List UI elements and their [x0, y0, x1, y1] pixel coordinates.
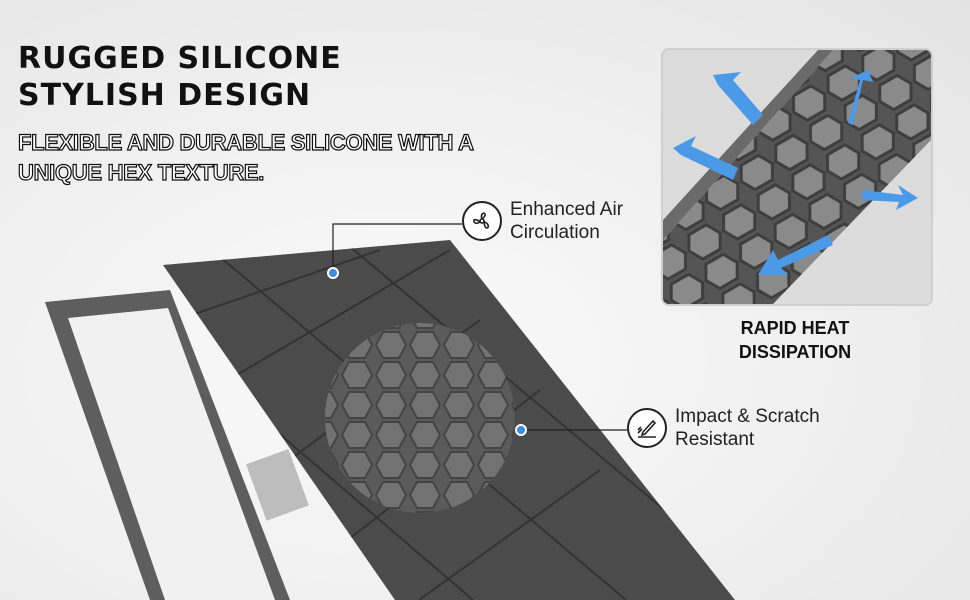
caption-line: DISSIPATION — [738, 342, 852, 362]
headline-line: RUGGED SILICONE — [18, 41, 342, 76]
tablet-screen — [68, 308, 275, 600]
caption-line: RAPID HEAT — [740, 318, 850, 338]
subheadline-line: UNIQUE HEX TEXTURE. — [17, 159, 265, 185]
arrow-icon — [758, 235, 833, 275]
hex-texture-closeup — [325, 323, 515, 513]
heat-dissipation-inset — [661, 48, 933, 306]
arrow-icon — [861, 185, 918, 210]
callout-text: Impact & Scratch — [675, 406, 820, 427]
fan-icon — [462, 201, 502, 241]
inset-illustration — [663, 50, 931, 304]
headline-line: STYLISH DESIGN — [18, 78, 312, 113]
inset-caption: RAPID HEAT DISSIPATION — [700, 316, 890, 364]
callout-dot — [515, 424, 527, 436]
headline: RUGGED SILICONE STYLISH DESIGN — [18, 40, 342, 114]
callout-text: Circulation — [510, 222, 600, 243]
arrow-icon — [713, 72, 763, 125]
arrow-icon — [848, 70, 873, 125]
callout-text: Resistant — [675, 429, 755, 450]
airflow-arrows — [673, 70, 918, 275]
subheadline-line: FLEXIBLE AND DURABLE SILICONE WITH A — [17, 129, 474, 155]
arrow-icon — [673, 136, 738, 180]
callout-text: Enhanced Air — [510, 199, 624, 220]
callout-dot — [327, 267, 339, 279]
scratch-pen-icon — [627, 408, 667, 448]
tablet-stand — [246, 448, 309, 521]
subheadline: FLEXIBLE AND DURABLE SILICONE WITH A UNI… — [17, 128, 474, 188]
